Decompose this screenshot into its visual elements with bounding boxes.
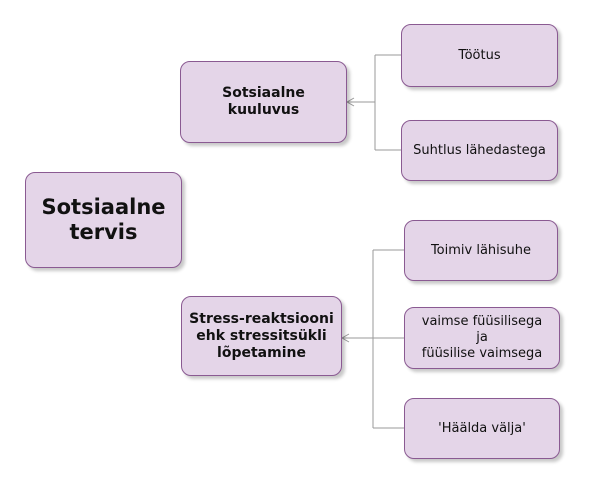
connector-group-sotsiaalne-kuuluvus: [345, 54, 401, 151]
connector-arrowhead: [345, 97, 355, 107]
leaf-node-tootus: Töötus: [401, 24, 558, 87]
leaf-node-toimiv-lahisuhe: Toimiv lähisuhe: [404, 220, 558, 281]
connector-arrowhead: [340, 333, 350, 343]
connector-group-stress-reaktsioon: [340, 249, 404, 429]
leaf-node-suhtlus-lahedastega: Suhtlus lähedastega: [401, 120, 558, 181]
branch-node-sotsiaalne-kuuluvus: Sotsiaalne kuuluvus: [180, 61, 347, 143]
leaf-node-haalda-valja: 'Häälda välja': [404, 398, 560, 459]
leaf-node-vaimse-fuusilisega: vaimse füüsilisega ja füüsilise vaimsega: [404, 307, 560, 369]
branch-node-stress-reaktsioon: Stress-reaktsiooni ehk stressitsükli lõp…: [181, 296, 342, 376]
root-node-sotsiaalne-tervis: Sotsiaalne tervis: [25, 172, 182, 268]
